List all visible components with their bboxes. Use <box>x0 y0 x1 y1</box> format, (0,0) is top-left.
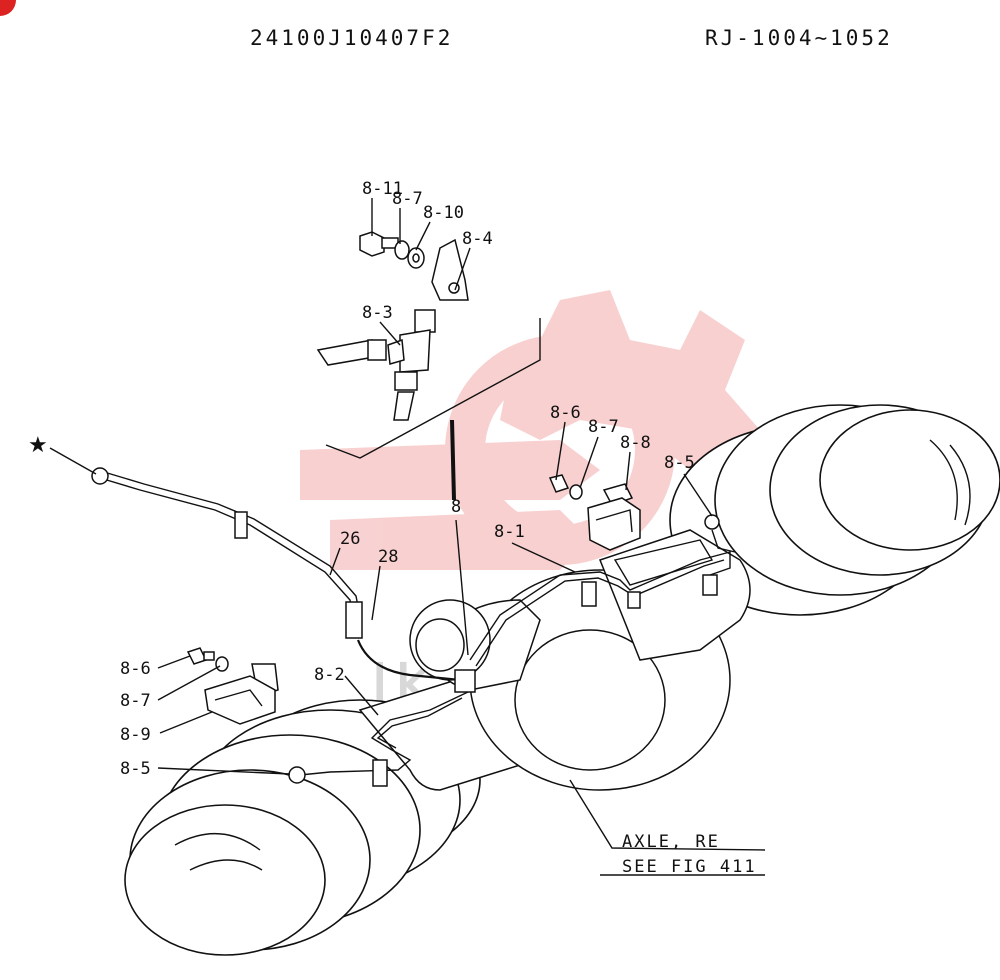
corner-mark-icon <box>0 0 16 16</box>
label-8-11: 8-11 <box>362 179 403 199</box>
left-wheel-drum <box>124 699 481 956</box>
label-8-1: 8-1 <box>494 522 525 542</box>
star-marker-icon: ★ <box>28 433 48 458</box>
clamp-bracket-8-9 <box>186 647 279 725</box>
label-8-9: 8-9 <box>120 725 151 745</box>
label-8-4: 8-4 <box>462 229 493 249</box>
leader-lines <box>49 198 766 876</box>
watermark-gear-icon <box>300 290 815 570</box>
label-8-7-right: 8-7 <box>588 417 619 437</box>
label-8-6-left: 8-6 <box>120 659 151 679</box>
label-8: 8 <box>451 497 461 517</box>
label-8-8: 8-8 <box>620 433 651 453</box>
brake-line-26 <box>91 467 363 639</box>
axle-housing <box>358 529 751 791</box>
serial-range: RJ-1004∼1052 <box>705 26 893 50</box>
tee-fitting-assembly <box>316 231 469 421</box>
document-code: 24100J10407F2 <box>250 26 454 50</box>
caption-see-fig: SEE FIG 411 <box>622 857 757 877</box>
label-8-5-left: 8-5 <box>120 759 151 779</box>
label-8-5-right: 8-5 <box>664 453 695 473</box>
label-8-7-top: 8-7 <box>392 189 423 209</box>
inset-panel-outline <box>325 318 541 459</box>
pointer-line-8 <box>450 419 469 656</box>
brake-hose-28 <box>356 639 476 693</box>
label-8-7-left: 8-7 <box>120 691 151 711</box>
caption-axle: AXLE, RE <box>622 832 720 852</box>
label-26: 26 <box>340 529 360 549</box>
label-8-10: 8-10 <box>423 203 464 223</box>
label-28: 28 <box>378 547 398 567</box>
label-8-3: 8-3 <box>362 303 393 323</box>
brake-pipe-8-2 <box>288 691 469 787</box>
clamp-bracket-8-8 <box>548 474 641 551</box>
label-8-2: 8-2 <box>314 665 345 685</box>
label-8-6-right: 8-6 <box>550 403 581 423</box>
